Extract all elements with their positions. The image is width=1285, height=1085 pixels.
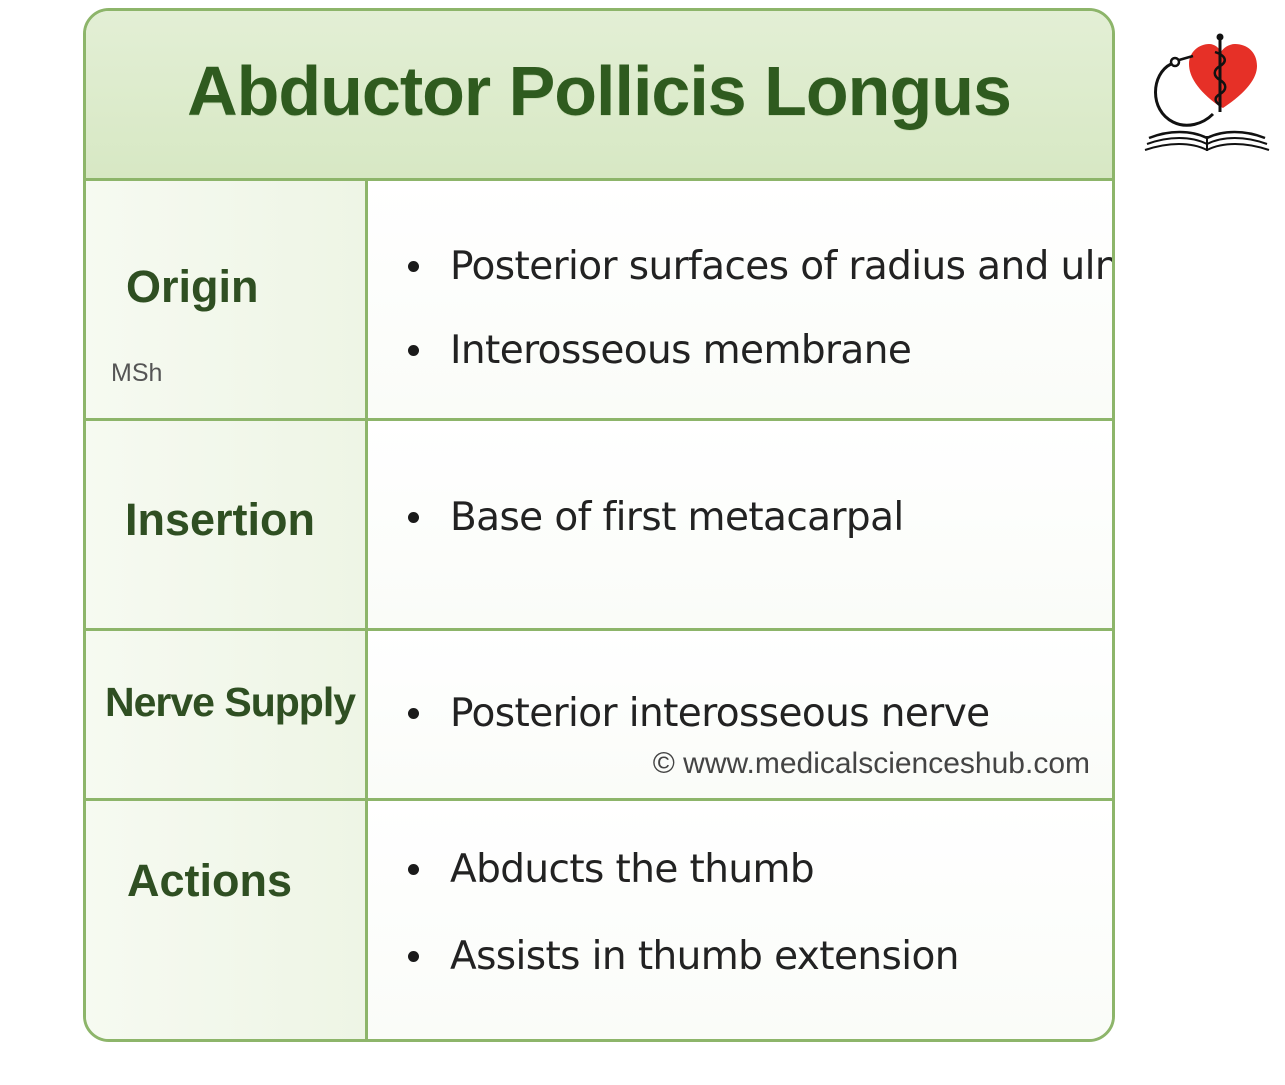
bullet-icon <box>408 951 419 962</box>
list-item: Interosseous membrane <box>408 328 912 373</box>
row-label-insertion: Insertion <box>125 494 316 545</box>
heart-caduceus-stethoscope-book-logo <box>1144 33 1270 152</box>
list-item: Abducts the thumb <box>408 847 815 892</box>
msh-mark: MSh <box>111 359 163 387</box>
heart-icon <box>1189 44 1257 108</box>
table-row-actions: Actions Abducts the thumb Assists in thu… <box>86 801 1112 1039</box>
snake-icon <box>1213 50 1227 108</box>
copyright-watermark: © www.medicalscienceshub.com <box>652 747 1090 780</box>
row-label-origin: Origin <box>126 261 259 312</box>
label-cell-nerve-supply: Nerve Supply <box>86 631 368 798</box>
list-item: Base of first metacarpal <box>408 495 904 540</box>
bullet-icon <box>408 345 419 356</box>
card-header: Abductor Pollicis Longus <box>86 11 1112 181</box>
table-row-insertion: Insertion Base of first metacarpal <box>86 421 1112 631</box>
list-item-text: Interosseous membrane <box>450 328 912 373</box>
list-item-text: Abducts the thumb <box>450 847 815 892</box>
list-item: Posterior interosseous nerve <box>408 691 990 736</box>
content-cell-insertion: Base of first metacarpal <box>368 421 1112 628</box>
list-item-text: Assists in thumb extension <box>450 934 959 979</box>
row-label-nerve-supply: Nerve Supply <box>105 679 356 725</box>
list-item-text: Posterior surfaces of radius and ulna <box>450 244 1115 289</box>
page-title: Abductor Pollicis Longus <box>187 51 1012 130</box>
list-item: Posterior surfaces of radius and ulna <box>408 244 1115 289</box>
list-item-text: Posterior interosseous nerve <box>450 691 990 736</box>
list-item-text: Base of first metacarpal <box>450 495 904 540</box>
content-cell-actions: Abducts the thumb Assists in thumb exten… <box>368 801 1112 1039</box>
label-cell-actions: Actions <box>86 801 368 1039</box>
list-item: Assists in thumb extension <box>408 934 959 979</box>
content-cell-nerve-supply: Posterior interosseous nerve © www.medic… <box>368 631 1112 798</box>
row-label-actions: Actions <box>127 855 293 906</box>
bullet-icon <box>408 708 419 719</box>
label-cell-origin: Origin MSh <box>86 181 368 418</box>
content-cell-origin: Posterior surfaces of radius and ulna In… <box>368 181 1112 418</box>
muscle-info-card: Abductor Pollicis Longus Origin MSh Post… <box>83 8 1115 1042</box>
bullet-icon <box>408 864 419 875</box>
stethoscope-icon <box>1169 56 1181 68</box>
table-row-nerve-supply: Nerve Supply Posterior interosseous nerv… <box>86 631 1112 801</box>
label-cell-insertion: Insertion <box>86 421 368 628</box>
bullet-icon <box>408 512 419 523</box>
table-row-origin: Origin MSh Posterior surfaces of radius … <box>86 181 1112 421</box>
bullet-icon <box>408 261 419 272</box>
